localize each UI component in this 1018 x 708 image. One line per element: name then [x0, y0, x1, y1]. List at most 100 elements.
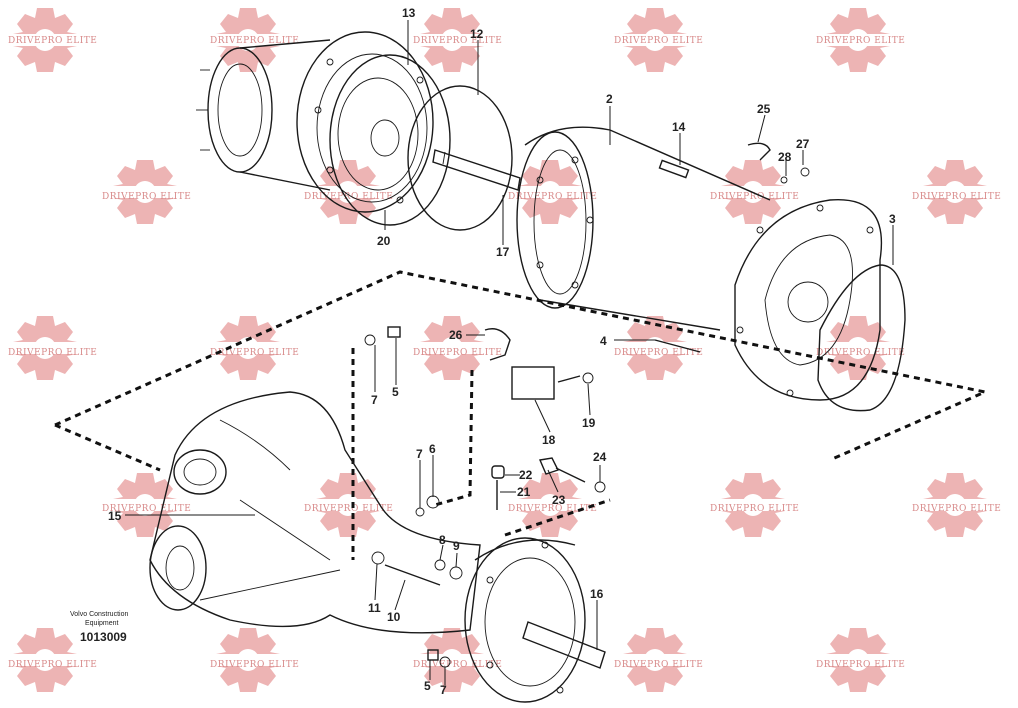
svg-text:DRIVEPRO ELITE: DRIVEPRO ELITE [508, 504, 597, 514]
differential-housing [149, 391, 481, 634]
exploded-view-boundary [54, 270, 990, 462]
callout-label: 23 [552, 493, 566, 507]
watermark-gear-icon: DRIVEPRO ELITE [406, 8, 502, 72]
watermark-gear-icon: DRIVEPRO ELITE [909, 160, 1001, 224]
callout-label: 17 [496, 245, 510, 259]
callout-label: 24 [593, 450, 607, 464]
callout-label: 4 [600, 334, 607, 348]
callout-label: 21 [517, 485, 531, 499]
dashed-guide [434, 369, 474, 507]
housing-flange [734, 198, 883, 401]
watermark-gear-icon: DRIVEPRO ELITE [406, 628, 502, 692]
callout-label: 9 [453, 539, 460, 553]
watermark-gear-icon: DRIVEPRO ELITE [99, 160, 191, 224]
watermark-gear-icon: DRIVEPRO ELITE [406, 316, 502, 380]
svg-text:DRIVEPRO ELITE: DRIVEPRO ELITE [413, 36, 502, 46]
exploded-view-boundary-lower [54, 423, 161, 472]
brand-name: Volvo Construction [70, 611, 128, 618]
callout-label: 6 [429, 442, 436, 456]
watermark-gear-icon: DRIVEPRO ELITE [302, 160, 394, 224]
watermark-gear-icon: DRIVEPRO ELITE [504, 160, 597, 224]
drive-shaft [432, 149, 521, 191]
svg-text:DRIVEPRO ELITE: DRIVEPRO ELITE [816, 348, 905, 358]
dashed-guide [504, 498, 611, 537]
callout-label: 8 [439, 533, 446, 547]
o-ring-3 [817, 264, 906, 412]
watermark-gear-icon: DRIVEPRO ELITE [302, 473, 394, 537]
callouts: 13 12 2 14 25 27 28 20 17 3 26 4 7 5 18 … [108, 6, 896, 697]
svg-text:DRIVEPRO ELITE: DRIVEPRO ELITE [912, 504, 1001, 514]
watermark-gear-icon: DRIVEPRO ELITE [609, 316, 703, 380]
callout-label: 12 [470, 27, 484, 41]
watermark-gear-icon: DRIVEPRO ELITE [202, 316, 299, 380]
svg-text:DRIVEPRO ELITE: DRIVEPRO ELITE [304, 504, 393, 514]
watermark-gear-icon: DRIVEPRO ELITE [812, 8, 905, 72]
leader-lines [125, 20, 894, 685]
callout-label: 16 [590, 587, 604, 601]
svg-text:DRIVEPRO ELITE: DRIVEPRO ELITE [816, 660, 905, 670]
watermark-gear-icon: DRIVEPRO ELITE [0, 628, 97, 692]
callout-label: 5 [392, 385, 399, 399]
svg-text:DRIVEPRO ELITE: DRIVEPRO ELITE [210, 36, 299, 46]
watermark-gear-icon: DRIVEPRO ELITE [909, 473, 1001, 537]
drawing-number: 1013009 [80, 630, 127, 644]
watermark-gear-icon: DRIVEPRO ELITE [0, 8, 97, 72]
svg-text:DRIVEPRO ELITE: DRIVEPRO ELITE [413, 660, 502, 670]
svg-text:DRIVEPRO ELITE: DRIVEPRO ELITE [912, 192, 1001, 202]
watermark-gear-icon: DRIVEPRO ELITE [812, 628, 905, 692]
watermark-gear-icon: DRIVEPRO ELITE [202, 8, 299, 72]
watermark-gear-icon: DRIVEPRO ELITE [609, 628, 703, 692]
watermark-gear-icon: DRIVEPRO ELITE [504, 473, 597, 537]
brand-subname: Equipment [85, 620, 119, 627]
axle-shaft [522, 621, 606, 669]
callout-label: 3 [889, 212, 896, 226]
o-ring-12 [407, 85, 513, 231]
watermark-layer: DRIVEPRO ELITE DRIVEPRO ELITE DRIVEPRO E… [0, 8, 1001, 692]
svg-text:DRIVEPRO ELITE: DRIVEPRO ELITE [614, 348, 703, 358]
wheel-hub-assembly [196, 31, 451, 226]
brand-block: Volvo Construction Equipment 1013009 [70, 611, 128, 644]
callout-label: 5 [424, 679, 431, 693]
callout-label: 25 [757, 102, 771, 116]
callout-label: 28 [778, 150, 792, 164]
svg-text:DRIVEPRO ELITE: DRIVEPRO ELITE [614, 660, 703, 670]
svg-text:DRIVEPRO ELITE: DRIVEPRO ELITE [8, 660, 97, 670]
watermark-gear-icon: DRIVEPRO ELITE [707, 473, 799, 537]
svg-text:DRIVEPRO ELITE: DRIVEPRO ELITE [102, 192, 191, 202]
svg-text:DRIVEPRO ELITE: DRIVEPRO ELITE [304, 192, 393, 202]
svg-text:DRIVEPRO ELITE: DRIVEPRO ELITE [508, 192, 597, 202]
callout-label: 22 [519, 468, 533, 482]
svg-text:DRIVEPRO ELITE: DRIVEPRO ELITE [614, 36, 703, 46]
watermark-gear-icon: DRIVEPRO ELITE [609, 8, 703, 72]
svg-text:DRIVEPRO ELITE: DRIVEPRO ELITE [413, 348, 502, 358]
watermark-gear-icon: DRIVEPRO ELITE [99, 473, 191, 537]
callout-label: 7 [440, 683, 447, 697]
watermark-gear-icon: DRIVEPRO ELITE [0, 316, 97, 380]
callout-label: 13 [402, 6, 416, 20]
callout-label: 7 [416, 447, 423, 461]
small-parts [364, 142, 810, 668]
axle-housing-tube [516, 126, 771, 331]
svg-text:DRIVEPRO ELITE: DRIVEPRO ELITE [816, 36, 905, 46]
watermark-gear-icon: DRIVEPRO ELITE [812, 316, 905, 380]
callout-label: 18 [542, 433, 556, 447]
callout-label: 10 [387, 610, 401, 624]
callout-label: 27 [796, 137, 810, 151]
svg-text:DRIVEPRO ELITE: DRIVEPRO ELITE [210, 660, 299, 670]
callout-label: 7 [371, 393, 378, 407]
callout-label: 26 [449, 328, 463, 342]
callout-label: 20 [377, 234, 391, 248]
svg-text:DRIVEPRO ELITE: DRIVEPRO ELITE [710, 504, 799, 514]
watermark-gear-icon: DRIVEPRO ELITE [707, 160, 799, 224]
callout-label: 19 [582, 416, 596, 430]
watermark-gear-icon: DRIVEPRO ELITE [202, 628, 299, 692]
callout-label: 15 [108, 509, 122, 523]
svg-text:DRIVEPRO ELITE: DRIVEPRO ELITE [710, 192, 799, 202]
callout-label: 11 [368, 601, 381, 615]
axle-flange [464, 537, 586, 703]
svg-text:DRIVEPRO ELITE: DRIVEPRO ELITE [8, 348, 97, 358]
callout-label: 2 [606, 92, 613, 106]
svg-text:DRIVEPRO ELITE: DRIVEPRO ELITE [210, 348, 299, 358]
svg-text:DRIVEPRO ELITE: DRIVEPRO ELITE [102, 504, 191, 514]
